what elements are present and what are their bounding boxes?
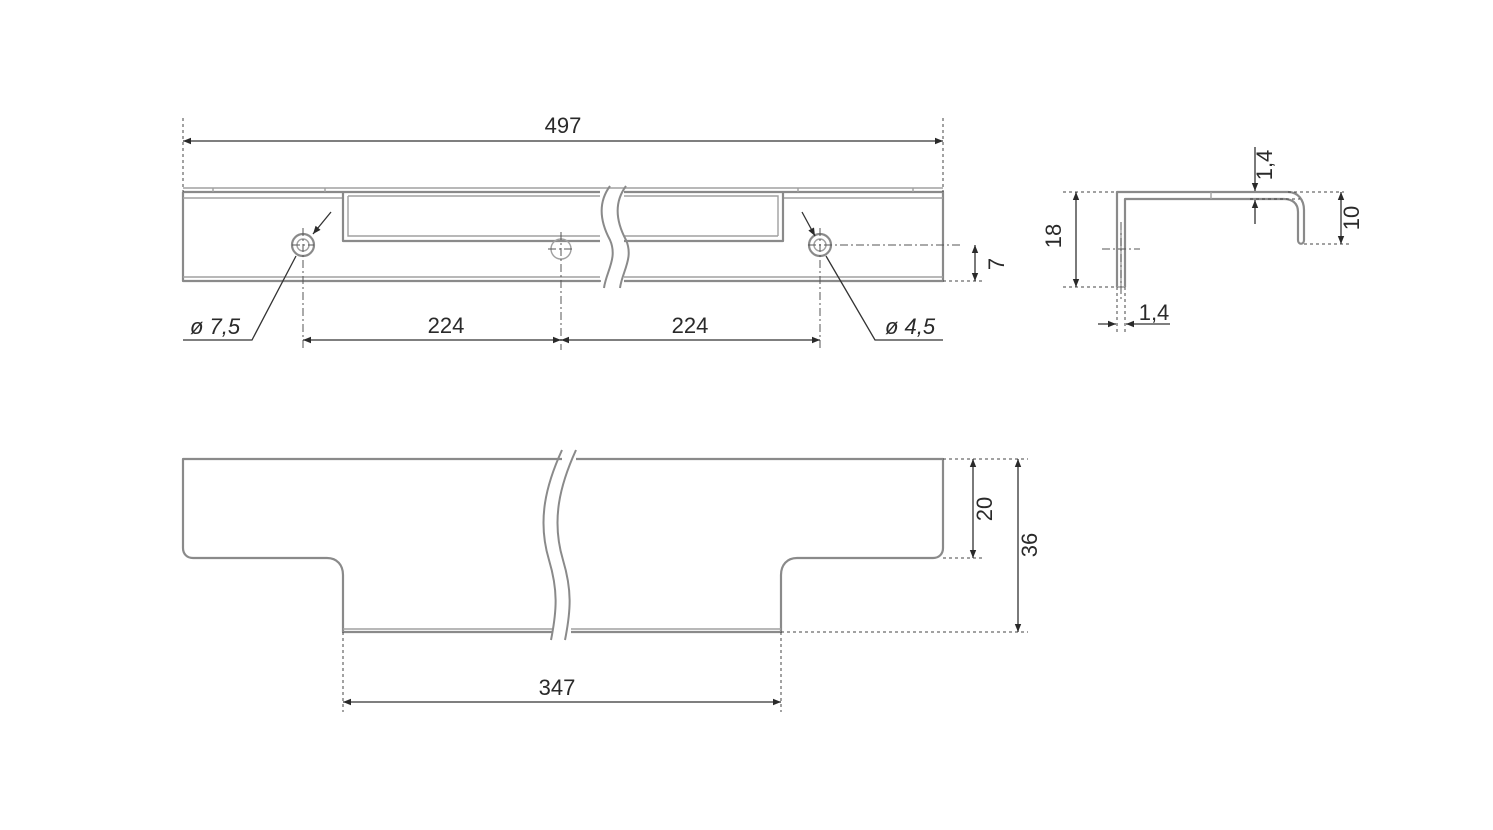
front-view-break-line-2 [616, 185, 630, 289]
ext-line-20 [943, 458, 1028, 559]
plan-view-break-line-2 [556, 449, 577, 641]
leader-diameter-4-5-arrow [801, 211, 816, 237]
dim-text-20: 20 [972, 497, 997, 521]
dim-text-1-4-top: 1,4 [1252, 150, 1277, 181]
front-view-notch-inner [347, 195, 779, 237]
hole-center-lines [292, 228, 960, 350]
front-view-notch [341, 192, 785, 243]
profile-view-outline [1115, 190, 1306, 287]
dim-text-7: 7 [984, 258, 1009, 270]
dim-text-36: 36 [1017, 533, 1042, 557]
dim-text-diameter-7-5: ø 7,5 [190, 314, 241, 339]
ext-line-18 [1063, 191, 1117, 288]
ext-line-497 [182, 118, 944, 192]
dim-text-347: 347 [539, 675, 576, 700]
plan-view-break-line [542, 449, 563, 641]
dim-text-diameter-4-5: ø 4,5 [885, 314, 936, 339]
leader-diameter-4-5 [825, 255, 943, 341]
front-view-outline [181, 190, 945, 283]
leader-diameter-7-5 [183, 255, 297, 341]
leader-diameter-7-5-arrow [312, 211, 332, 235]
front-view-break-line [600, 185, 614, 289]
dim-text-18: 18 [1041, 224, 1066, 248]
ext-line-347 [342, 632, 782, 712]
profile-view: 18 1,4 10 1,4 [1041, 147, 1364, 332]
plan-view-outline [181, 457, 945, 634]
dim-text-224-left: 224 [428, 313, 465, 338]
ext-line-1-4-top [1250, 191, 1344, 200]
dim-text-224-right: 224 [672, 313, 709, 338]
profile-center-line [1102, 222, 1140, 300]
front-view-ticks [183, 187, 943, 192]
dim-text-497: 497 [545, 113, 582, 138]
front-view: 497 224 224 ø 7,5 ø 4,5 7 [181, 113, 1009, 350]
dim-text-1-4-bottom: 1,4 [1139, 300, 1170, 325]
ext-line-1-4-bottom [1116, 287, 1126, 332]
dim-text-10: 10 [1339, 206, 1364, 230]
plan-view: 347 20 36 [181, 449, 1042, 712]
front-view-flange [183, 197, 943, 278]
profile-view-inner [1117, 192, 1212, 288]
